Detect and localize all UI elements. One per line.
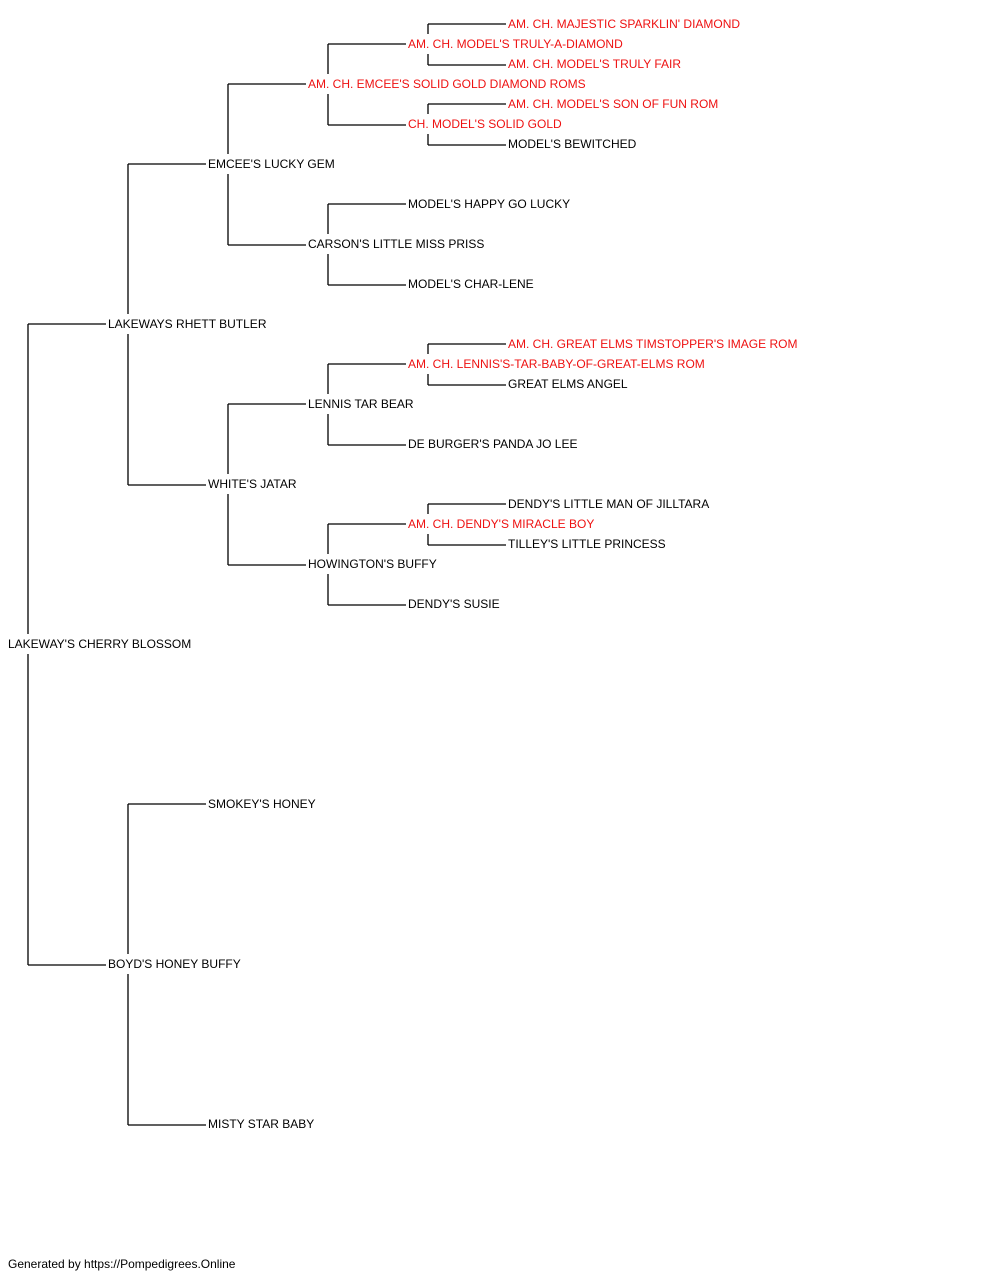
- pedigree-node-de-burger-s-panda-jo-lee: DE BURGER'S PANDA JO LEE: [408, 437, 578, 451]
- pedigree-node-am-ch-emcee-s-solid-gold-diamond-roms: AM. CH. EMCEE'S SOLID GOLD DIAMOND ROMS: [308, 77, 586, 91]
- pedigree-node-carson-s-little-miss-priss: CARSON'S LITTLE MISS PRISS: [308, 237, 485, 251]
- footer-credit: Generated by https://Pompedigrees.Online: [8, 1257, 236, 1271]
- pedigree-node-emcee-s-lucky-gem: EMCEE'S LUCKY GEM: [208, 157, 335, 171]
- pedigree-node-model-s-char-lene: MODEL'S CHAR-LENE: [408, 277, 534, 291]
- pedigree-node-howington-s-buffy: HOWINGTON'S BUFFY: [308, 557, 437, 571]
- pedigree-node-white-s-jatar: WHITE'S JATAR: [208, 477, 297, 491]
- pedigree-node-smokey-s-honey: SMOKEY'S HONEY: [208, 797, 316, 811]
- pedigree-node-model-s-bewitched: MODEL'S BEWITCHED: [508, 137, 637, 151]
- pedigree-node-misty-star-baby: MISTY STAR BABY: [208, 1117, 315, 1131]
- pedigree-node-am-ch-majestic-sparklin-diamond: AM. CH. MAJESTIC SPARKLIN' DIAMOND: [508, 17, 741, 31]
- pedigree-node-lakeway-s-cherry-blossom: LAKEWAY'S CHERRY BLOSSOM: [8, 637, 192, 651]
- pedigree-node-model-s-happy-go-lucky: MODEL'S HAPPY GO LUCKY: [408, 197, 571, 211]
- pedigree-node-am-ch-lennis-s-tar-baby-of-great-elms-rom: AM. CH. LENNIS'S-TAR-BABY-OF-GREAT-ELMS …: [408, 357, 705, 371]
- pedigree-node-am-ch-model-s-son-of-fun-rom: AM. CH. MODEL'S SON OF FUN ROM: [508, 97, 719, 111]
- pedigree-node-dendy-s-susie: DENDY'S SUSIE: [408, 597, 500, 611]
- pedigree-node-lennis-tar-bear: LENNIS TAR BEAR: [308, 397, 414, 411]
- pedigree-node-tilley-s-little-princess: TILLEY'S LITTLE PRINCESS: [508, 537, 666, 551]
- pedigree-node-ch-model-s-solid-gold: CH. MODEL'S SOLID GOLD: [408, 117, 562, 131]
- pedigree-node-am-ch-great-elms-timstopper-s-image-rom: AM. CH. GREAT ELMS TIMSTOPPER'S IMAGE RO…: [508, 337, 798, 351]
- pedigree-node-boyd-s-honey-buffy: BOYD'S HONEY BUFFY: [108, 957, 241, 971]
- pedigree-node-great-elms-angel: GREAT ELMS ANGEL: [508, 377, 628, 391]
- pedigree-node-am-ch-model-s-truly-a-diamond: AM. CH. MODEL'S TRULY-A-DIAMOND: [408, 37, 623, 51]
- pedigree-node-am-ch-dendy-s-miracle-boy: AM. CH. DENDY'S MIRACLE BOY: [408, 517, 595, 531]
- pedigree-node-dendy-s-little-man-of-jilltara: DENDY'S LITTLE MAN OF JILLTARA: [508, 497, 710, 511]
- pedigree-node-am-ch-model-s-truly-fair: AM. CH. MODEL'S TRULY FAIR: [508, 57, 681, 71]
- pedigree-node-lakeways-rhett-butler: LAKEWAYS RHETT BUTLER: [108, 317, 267, 331]
